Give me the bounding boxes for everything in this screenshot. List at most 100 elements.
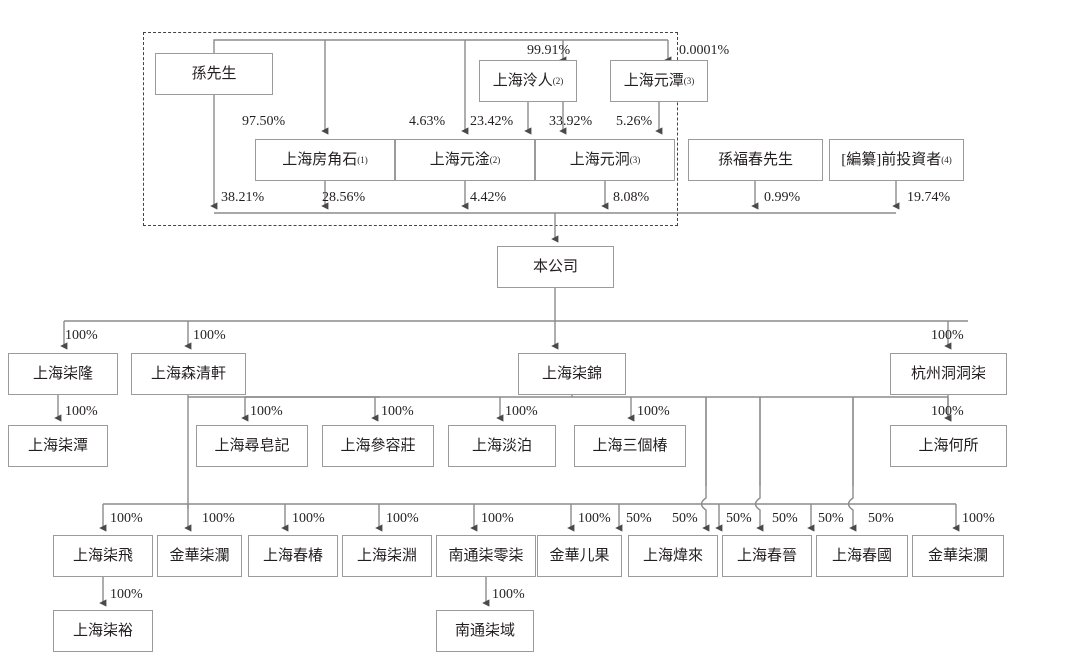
node-label: 上海泠人	[492, 72, 553, 89]
percent-label-p-8-08: 8.08%	[613, 190, 650, 205]
node-jinhuaerguo[interactable]: 金華儿果	[537, 535, 622, 577]
node-chunguo[interactable]: 上海春國	[816, 535, 908, 577]
node-yuanjiong[interactable]: 上海元泂(3)	[535, 139, 675, 181]
percent-label-p-100-c: 100%	[931, 328, 964, 343]
node-label: 金華柒瀾	[927, 547, 988, 564]
percent-label-p-100-p: 100%	[962, 511, 995, 526]
node-label: 上海尋皂記	[214, 437, 290, 454]
node-label: 孫先生	[191, 65, 237, 82]
node-jinhuaqilan1[interactable]: 金華柒瀾	[157, 535, 242, 577]
node-preinv[interactable]: [編纂]前投資者(4)	[829, 139, 964, 181]
percent-label-p-50-d: 50%	[772, 511, 798, 526]
percent-label-p-100-r: 100%	[492, 587, 525, 602]
node-label: 南通柒零柒	[448, 547, 524, 564]
node-label: 上海柒飛	[72, 547, 133, 564]
node-shenrongzh[interactable]: 上海參容莊	[322, 425, 434, 467]
percent-label-p-50-c: 50%	[726, 511, 752, 526]
percent-label-p-0-0001: 0.0001%	[679, 43, 730, 58]
node-label: 上海春椿	[262, 547, 323, 564]
node-nantongqiyu[interactable]: 南通柒域	[436, 610, 534, 652]
percent-label-p-0-99: 0.99%	[764, 190, 801, 205]
node-yuantan[interactable]: 上海元潭(3)	[610, 60, 708, 102]
node-jinhuaqilan2[interactable]: 金華柒瀾	[912, 535, 1004, 577]
percent-label-p-100-l: 100%	[292, 511, 325, 526]
percent-label-p-100-h: 100%	[637, 404, 670, 419]
node-label: 上海柒隆	[32, 365, 93, 382]
node-linren[interactable]: 上海泠人(2)	[479, 60, 577, 102]
percent-label-p-19-74: 19.74%	[907, 190, 951, 205]
percent-label-p-4-63: 4.63%	[409, 114, 446, 129]
node-label: 金華柒瀾	[169, 547, 230, 564]
node-label: 金華儿果	[549, 547, 610, 564]
percent-label-p-100-q: 100%	[110, 587, 143, 602]
percent-label-p-50-f: 50%	[868, 511, 894, 526]
node-label: 上海柒裕	[72, 622, 133, 639]
node-hangzhou[interactable]: 杭州洞洞柒	[890, 353, 1007, 395]
node-sangechun[interactable]: 上海三個椿	[574, 425, 686, 467]
percent-label-p-50-e: 50%	[818, 511, 844, 526]
node-label: 上海森清軒	[150, 365, 226, 382]
percent-label-p-97-50: 97.50%	[242, 114, 286, 129]
node-xunzaoji[interactable]: 上海尋皂記	[196, 425, 308, 467]
percent-label-p-50-a: 50%	[626, 511, 652, 526]
node-qilong[interactable]: 上海柒隆	[8, 353, 118, 395]
percent-label-p-100-o: 100%	[578, 511, 611, 526]
node-chunchun[interactable]: 上海春椿	[248, 535, 338, 577]
node-qifei[interactable]: 上海柒飛	[53, 535, 153, 577]
node-label: 上海何所	[918, 437, 979, 454]
node-chunjin[interactable]: 上海春晉	[722, 535, 812, 577]
node-sun[interactable]: 孫先生	[155, 53, 273, 95]
node-label: 上海元泂	[569, 151, 630, 168]
node-nantong707[interactable]: 南通柒零柒	[436, 535, 536, 577]
node-label: 上海柒錦	[541, 365, 602, 382]
node-label: 上海柒潭	[27, 437, 88, 454]
controlling-shareholder-dashed-group	[143, 32, 678, 226]
percent-label-p-100-d: 100%	[65, 404, 98, 419]
node-qiyuan[interactable]: 上海柒淵	[342, 535, 432, 577]
percent-label-p-100-e: 100%	[250, 404, 283, 419]
node-label: 上海元淦	[429, 151, 490, 168]
node-footnote-marker: (1)	[357, 154, 368, 165]
percent-label-p-100-a: 100%	[65, 328, 98, 343]
node-footnote-marker: (2)	[552, 75, 564, 86]
node-company[interactable]: 本公司	[497, 246, 614, 288]
percent-label-p-100-n: 100%	[481, 511, 514, 526]
node-senqingxuan[interactable]: 上海森清軒	[131, 353, 246, 395]
percent-label-p-100-i: 100%	[931, 404, 964, 419]
percent-label-p-100-k: 100%	[202, 511, 235, 526]
node-qijin[interactable]: 上海柒錦	[518, 353, 626, 395]
node-label: 上海淡泊	[471, 437, 532, 454]
node-qitan[interactable]: 上海柒潭	[8, 425, 108, 467]
percent-label-p-100-j: 100%	[110, 511, 143, 526]
node-label: [編纂]前投資者	[841, 151, 942, 168]
node-label: 上海參容莊	[340, 437, 416, 454]
node-sunfuchun[interactable]: 孫福春先生	[688, 139, 823, 181]
node-label: 孫福春先生	[717, 151, 793, 168]
node-fangjiaoshi[interactable]: 上海房角石(1)	[255, 139, 395, 181]
node-label: 上海柒淵	[356, 547, 417, 564]
node-footnote-marker: (2)	[489, 154, 501, 165]
node-weilai[interactable]: 上海煒來	[628, 535, 718, 577]
percent-label-p-100-g: 100%	[505, 404, 538, 419]
node-qiyu[interactable]: 上海柒裕	[53, 610, 153, 652]
node-label: 上海煒來	[642, 547, 703, 564]
percent-label-p-28-56: 28.56%	[322, 190, 366, 205]
node-label: 上海三個椿	[592, 437, 668, 454]
node-danbo[interactable]: 上海淡泊	[448, 425, 556, 467]
percent-label-p-23-42: 23.42%	[470, 114, 514, 129]
percent-label-p-100-b: 100%	[193, 328, 226, 343]
node-yuanquan[interactable]: 上海元淦(2)	[395, 139, 535, 181]
percent-label-p-99-91: 99.91%	[527, 43, 571, 58]
node-footnote-marker: (3)	[629, 154, 641, 165]
node-label: 南通柒域	[454, 622, 515, 639]
percent-label-p-38-21: 38.21%	[221, 190, 265, 205]
percent-label-p-100-f: 100%	[381, 404, 414, 419]
percent-label-p-5-26: 5.26%	[616, 114, 653, 129]
percent-label-p-4-42: 4.42%	[470, 190, 507, 205]
percent-label-p-33-92: 33.92%	[549, 114, 593, 129]
percent-label-p-50-b: 50%	[672, 511, 698, 526]
node-label: 本公司	[532, 258, 578, 275]
node-hesuo[interactable]: 上海何所	[890, 425, 1007, 467]
node-label: 上海房角石	[282, 151, 358, 168]
